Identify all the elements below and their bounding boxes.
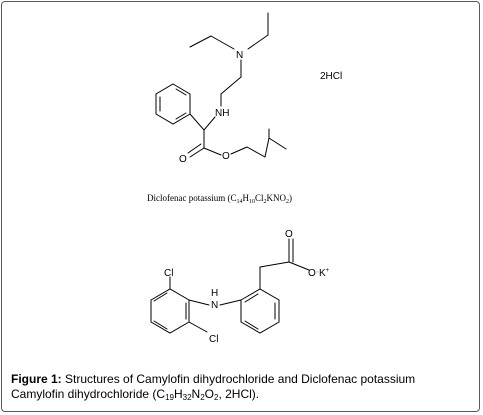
diclofenac-carbonyl-o-atom: O [285, 229, 293, 240]
figure-label: Figure 1: [11, 372, 62, 386]
camylofin-structure [155, 12, 287, 158]
camylofin-nh-atom: NH [215, 108, 229, 119]
diclofenac-anion-o-atom: O⁻K+ [308, 268, 330, 279]
camylofin-carbonyl-o-atom: O [179, 154, 187, 165]
camylofin-ester-o-atom: O [222, 151, 230, 162]
caption-line-2: Camylofin dihydrochloride (C19H32N2O2, 2… [11, 387, 260, 402]
camylofin-salt-label: 2HCl [320, 71, 342, 82]
diclofenac-cl-bottom-atom: Cl [209, 334, 218, 345]
camylofin-amine-n-atom: N [236, 50, 243, 61]
chemical-structures: N NH O O 2HCl Diclofenac potassium (C14H… [147, 12, 342, 345]
figure-caption: Figure 1: Structures of Camylofin dihydr… [11, 372, 477, 405]
diclofenac-structure [150, 238, 310, 334]
diclofenac-formula-label: Diclofenac potassium (C14H10Cl2KNO2) [147, 193, 292, 205]
caption-line-1: Structures of Camylofin dihydrochloride … [61, 372, 416, 386]
diclofenac-nh-n-atom: N [211, 300, 218, 311]
diclofenac-nh-h-atom: H [211, 288, 218, 299]
diclofenac-cl-top-atom: Cl [164, 268, 173, 279]
